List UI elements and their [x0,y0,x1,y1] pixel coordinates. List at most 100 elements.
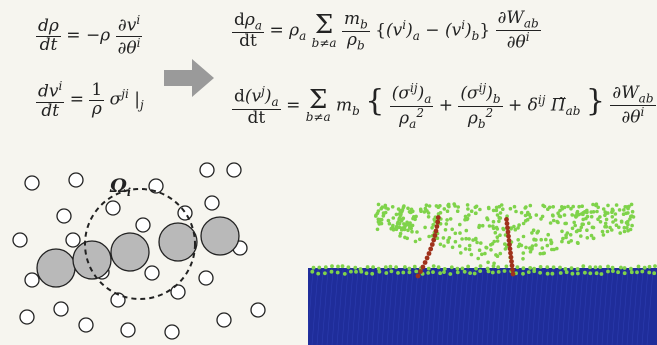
fluid-particle [591,236,596,241]
fluid-particle [561,236,565,241]
neighbor-particle [177,205,193,221]
neighbor-particle [65,232,81,248]
surface-particle [394,265,398,270]
surface-particle [538,270,542,275]
highlight-particle [424,255,430,261]
fluid-particle [540,246,545,250]
surface-particle [563,267,568,271]
surface-particle [346,265,351,270]
chain-particle [36,248,76,288]
surface-particle [478,269,483,273]
fluid-particle [403,235,407,240]
fluid-particle [483,251,487,256]
surface-particle [583,270,587,275]
fluid-particle [471,238,475,242]
fluid-particle [480,252,484,257]
fluid-particle [584,216,588,221]
simulation-particles [310,202,657,276]
fluid-particle [580,222,584,226]
surface-particle [330,264,334,269]
fluid-particle [551,218,556,223]
fluid-particle [427,204,432,208]
fluid-particle [494,205,499,210]
neighbor-particle [226,162,242,178]
surface-particle [323,265,328,270]
fluid-particle [493,230,498,235]
chain-particle [200,216,240,256]
fluid-particle [601,233,606,237]
fluid-particle [508,206,513,211]
fluid-particle [495,227,500,231]
fluid-particle [435,236,440,240]
highlight-particle [415,273,421,279]
fluid-particle [596,205,600,210]
fluid-particle [494,208,499,213]
highlight-particle [507,246,513,252]
surface-particle [462,269,467,274]
fluid-particle [413,239,418,244]
neighbor-particle [12,232,28,248]
fluid-particle [453,239,458,244]
fluid-particle [477,248,482,252]
highlight-particle [429,242,435,247]
surface-particle [652,271,657,276]
surface-particle [611,269,615,273]
fluid-particle [591,225,596,230]
fluid-particle [572,220,576,225]
fluid-particle [376,202,381,207]
fluid-particle [479,241,483,245]
highlight-particle [504,221,510,226]
surface-particle [364,271,369,276]
highlight-particle [507,242,512,247]
fluid-particle [503,242,507,246]
fluid-particle [431,223,435,227]
surface-particle [576,271,580,276]
fluid-particle [383,203,388,208]
surface-particle [545,265,550,269]
fluid-particle [466,207,470,211]
fluid-particle [494,253,498,257]
surface-particle [460,266,465,271]
particle-neighborhood-diagram: Ωi [12,162,266,340]
fluid-particle [406,206,410,211]
fluid-particle [376,209,381,213]
fluid-particle [579,225,584,230]
fluid-particle [474,237,478,242]
fluid-particle [427,234,431,239]
fluid-particle [492,239,496,244]
fluid-particle [456,205,460,209]
fluid-particle [491,219,496,224]
fluid-particle [579,234,583,238]
fluid-particle [423,225,427,230]
fluid-particle [550,213,555,217]
fluid-particle [531,228,536,232]
fluid-particle [521,221,526,226]
fluid-particle [475,240,479,245]
fluid-particle [391,216,396,220]
discretization-arrow-icon [164,59,214,97]
fluid-particle [550,247,554,252]
support-domain-circle [84,188,196,300]
fluid-particle [387,221,392,226]
highlight-particle [431,237,437,243]
fluid-particle [450,227,454,232]
fluid-particle [422,210,427,214]
surface-particle [353,265,358,270]
surface-particle [599,272,604,276]
fluid-particle [608,225,612,230]
surface-particle [594,271,599,276]
fluid-particle [386,218,391,223]
highlight-particle [418,269,423,274]
highlight-particle [508,250,513,256]
fluid-particle [519,210,524,215]
fluid-particle [528,215,533,220]
fluid-particle [467,247,472,252]
surface-particle [515,265,520,270]
fluid-particle [591,210,596,214]
fluid-particle [613,212,618,216]
highlight-particle [510,267,515,273]
neighbor-particle [56,208,72,224]
surface-particle [570,271,575,276]
